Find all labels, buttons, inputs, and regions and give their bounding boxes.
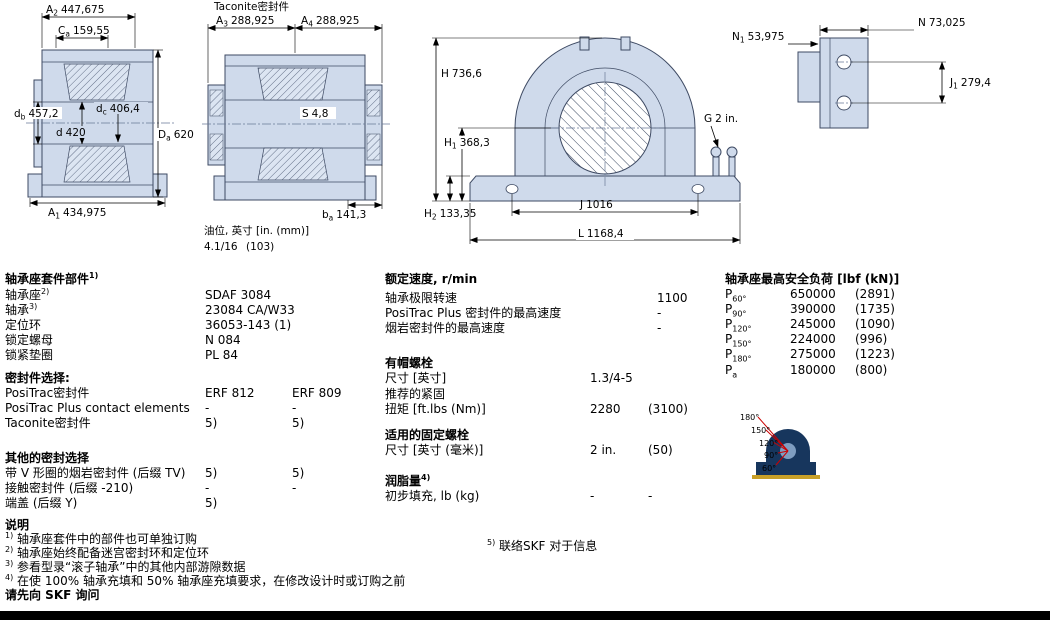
foot-bolt-hole-left — [505, 184, 519, 194]
taconite-dimension-lines — [207, 24, 383, 209]
other-seal-row-tv: 带 V 形圈的烟岩密封件 (后缀 TV)5)5) — [5, 466, 305, 480]
end-view-geometry — [797, 37, 869, 129]
note-1: 1) 轴承座套件中的部件也可单独订购 — [5, 531, 198, 547]
load-row-120: P120°245000(1090) — [725, 317, 895, 334]
grease-header: 润脂量4) — [385, 473, 431, 489]
section-view-dimension-lines — [29, 13, 166, 207]
parts-row-bearing: 轴承3)23084 CA/W33 — [5, 302, 295, 318]
other-seal-row-y: 端盖 (后缀 Y)5) — [5, 496, 218, 510]
angle-label-120: 120° — [759, 439, 778, 448]
parts-row-housing: 轴承座2)SDAF 3084 — [5, 287, 272, 303]
footnote-5: 5) 联络SKF 对于信息 — [487, 538, 598, 554]
other-seal-row-210: 接触密封件 (后缀 -210)-- — [5, 481, 297, 495]
angle-label-60: 60° — [762, 464, 776, 473]
angle-label-180: 180° — [740, 413, 759, 422]
note-3: 3) 参看型录“滚子轴承”中的其他内部游隙数据 — [5, 559, 246, 575]
oil-level-label: 油位, 英寸 [in. (mm)] — [204, 224, 309, 237]
other-seals-header: 其他的密封选择 — [5, 451, 90, 465]
taconite-geometry — [202, 54, 390, 201]
angle-label-90: 90° — [764, 451, 778, 460]
torque-label-row: 推荐的紧固 — [385, 387, 446, 401]
speed-row-taconite: 烟岩密封件的最高速度- — [385, 321, 662, 335]
torque-value-row: 扭矩 [ft.lbs (Nm)]2280(3100) — [385, 402, 688, 416]
note-4: 4) 在使 100% 轴承充填和 50% 轴承座充填要求，在修改设计时或订购之前 — [5, 573, 406, 589]
note-2: 2) 轴承座始终配备迷宫密封环和定位环 — [5, 545, 210, 561]
note-footer-bold: 请先向 SKF 询问 — [5, 588, 100, 602]
front-view-geometry — [469, 36, 741, 202]
oil-level-inches: 4.1/16 — [204, 241, 238, 253]
footer-bar — [0, 611, 1050, 620]
loads-section: 轴承座最高安全负荷 [lbf (kN)] P60°650000(2891) P9… — [725, 270, 1045, 400]
foundation-bolts-header: 适用的固定螺栓 — [385, 428, 470, 442]
foundation-bolt-size-row: 尺寸 [英寸 (毫米)]2 in.(50) — [385, 443, 673, 457]
load-direction-diagram: 180° 150° 120° 90° 60° — [740, 413, 820, 479]
load-row-180: P180°275000(1223) — [725, 347, 895, 364]
load-row-60: P60°650000(2891) — [725, 287, 895, 304]
speed-row-positrac-plus: PosiTrac Plus 密封件的最高速度- — [385, 306, 662, 320]
notes-section: 说明 1) 轴承座套件中的部件也可单独订购 2) 轴承座始终配备迷宫密封环和定位… — [5, 516, 565, 611]
load-row-150: P150°224000(996) — [725, 332, 888, 349]
seal-row-positrac-plus: PosiTrac Plus contact elements-- — [5, 401, 297, 415]
angle-label-150: 150° — [751, 426, 770, 435]
loads-header: 轴承座最高安全负荷 [lbf (kN)] — [725, 272, 900, 286]
parts-section: 轴承座套件部件1) 轴承座2)SDAF 3084 轴承3)23084 CA/W3… — [5, 270, 383, 516]
load-row-90: P90°390000(1735) — [725, 302, 895, 319]
notes-header: 说明 — [5, 518, 30, 532]
cap-bolts-header: 有帽螺栓 — [385, 356, 434, 370]
oil-level-mm: (103) — [246, 241, 274, 253]
seal-selection-header: 密封件选择: — [5, 371, 70, 385]
attachment-bolt — [710, 146, 722, 158]
end-view-dimension-lines — [788, 25, 946, 104]
taconite-title: Taconite密封件 — [213, 0, 289, 13]
cap-bolt-size-row: 尺寸 [英寸]1.3/4-5 — [385, 371, 633, 385]
section-view-geometry — [26, 49, 176, 198]
load-angle-lines — [757, 416, 789, 466]
grease-fill-row: 初步填充, lb (kg)-- — [385, 489, 653, 503]
foot-bolt-hole-right — [691, 184, 705, 194]
speeds-header: 额定速度, r/min — [385, 272, 478, 286]
taconite-view-drawing: Taconite密封件 — [202, 0, 390, 253]
parts-header: 轴承座套件部件1) — [5, 271, 99, 287]
attachment-bolt — [726, 146, 738, 158]
